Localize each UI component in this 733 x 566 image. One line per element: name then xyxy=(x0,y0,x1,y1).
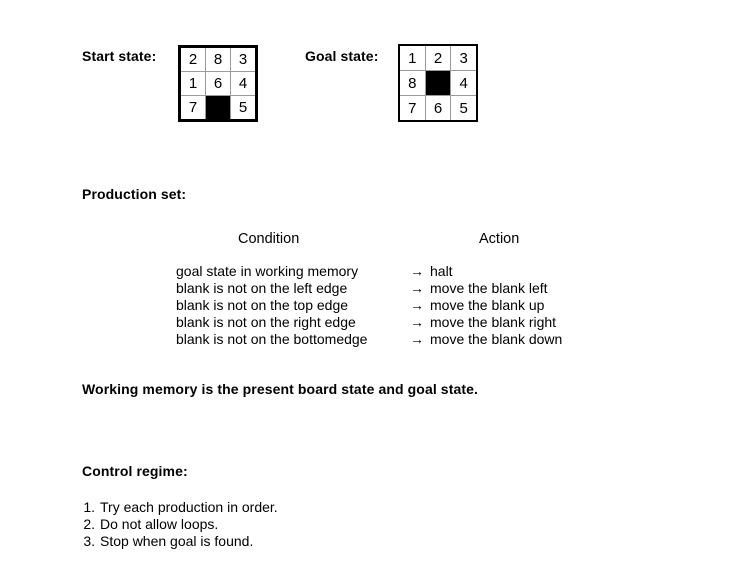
control-regime-label: Control regime: xyxy=(82,463,188,479)
goal-state-grid: 1 2 3 8 4 7 6 5 xyxy=(398,44,478,122)
rule-condition: blank is not on the top edge xyxy=(176,297,349,313)
goal-cell-0-0: 1 xyxy=(400,46,425,70)
list-item-label: Do not allow loops. xyxy=(100,516,219,532)
production-rule-row: blank is not on the left edge → move the… xyxy=(176,280,562,297)
rule-condition: goal state in working memory xyxy=(176,263,359,279)
rule-action: move the blank right xyxy=(430,314,557,330)
rule-condition: blank is not on the left edge xyxy=(176,280,348,296)
action-column-header: Action xyxy=(479,231,520,247)
production-rule-row: blank is not on the top edge → move the … xyxy=(176,297,562,314)
list-item: 2. Do not allow loops. xyxy=(81,516,278,533)
start-cell-1-1: 6 xyxy=(206,72,230,95)
goal-cell-1-0: 8 xyxy=(400,71,425,95)
start-cell-1-0: 1 xyxy=(181,72,205,95)
start-cell-2-1-blank xyxy=(206,96,230,119)
list-item-label: Stop when goal is found. xyxy=(100,533,254,549)
list-item-number: 3. xyxy=(83,533,95,549)
condition-column-header: Condition xyxy=(238,231,300,247)
arrow-right-icon: → xyxy=(410,263,424,279)
production-set-label: Production set: xyxy=(82,186,187,202)
rule-condition: blank is not on the right edge xyxy=(176,314,356,330)
arrow-right-icon: → xyxy=(410,297,424,313)
goal-cell-1-1-blank xyxy=(425,71,451,95)
list-item-number: 2. xyxy=(83,516,95,532)
working-memory-statement: Working memory is the present board stat… xyxy=(82,381,478,397)
list-item-number: 1. xyxy=(83,499,95,515)
control-regime-list: 1. Try each production in order. 2. Do n… xyxy=(81,499,278,550)
arrow-right-icon: → xyxy=(410,331,424,347)
rule-action: move the blank up xyxy=(430,297,545,313)
start-cell-0-2: 3 xyxy=(231,48,255,71)
goal-cell-0-1: 2 xyxy=(425,46,451,70)
goal-state-label: Goal state: xyxy=(305,48,379,64)
rule-condition: blank is not on the bottomedge xyxy=(176,331,368,347)
list-item: 3. Stop when goal is found. xyxy=(81,533,278,550)
start-cell-0-1: 8 xyxy=(206,48,230,71)
start-state-label: Start state: xyxy=(82,48,157,64)
list-item: 1. Try each production in order. xyxy=(81,499,278,516)
rule-action: move the blank down xyxy=(430,331,563,347)
arrow-right-icon: → xyxy=(410,280,424,296)
rule-action: move the blank left xyxy=(430,280,548,296)
list-item-label: Try each production in order. xyxy=(100,499,278,515)
start-cell-1-2: 4 xyxy=(231,72,255,95)
production-rule-row: blank is not on the right edge → move th… xyxy=(176,314,562,331)
start-cell-2-2: 5 xyxy=(231,96,255,119)
production-rule-row: blank is not on the bottomedge → move th… xyxy=(176,331,562,348)
start-cell-0-0: 2 xyxy=(181,48,205,71)
arrow-right-icon: → xyxy=(410,314,424,330)
goal-cell-2-0: 7 xyxy=(400,96,425,120)
goal-cell-1-2: 4 xyxy=(451,71,476,95)
production-rule-list: goal state in working memory → halt blan… xyxy=(176,263,562,348)
start-state-grid: 2 8 3 1 6 4 7 5 xyxy=(178,45,258,122)
rule-action: halt xyxy=(430,263,453,279)
goal-cell-2-2: 5 xyxy=(451,96,476,120)
goal-cell-2-1: 6 xyxy=(425,96,451,120)
start-cell-2-0: 7 xyxy=(181,96,205,119)
production-rule-row: goal state in working memory → halt xyxy=(176,263,562,280)
goal-cell-0-2: 3 xyxy=(451,46,476,70)
